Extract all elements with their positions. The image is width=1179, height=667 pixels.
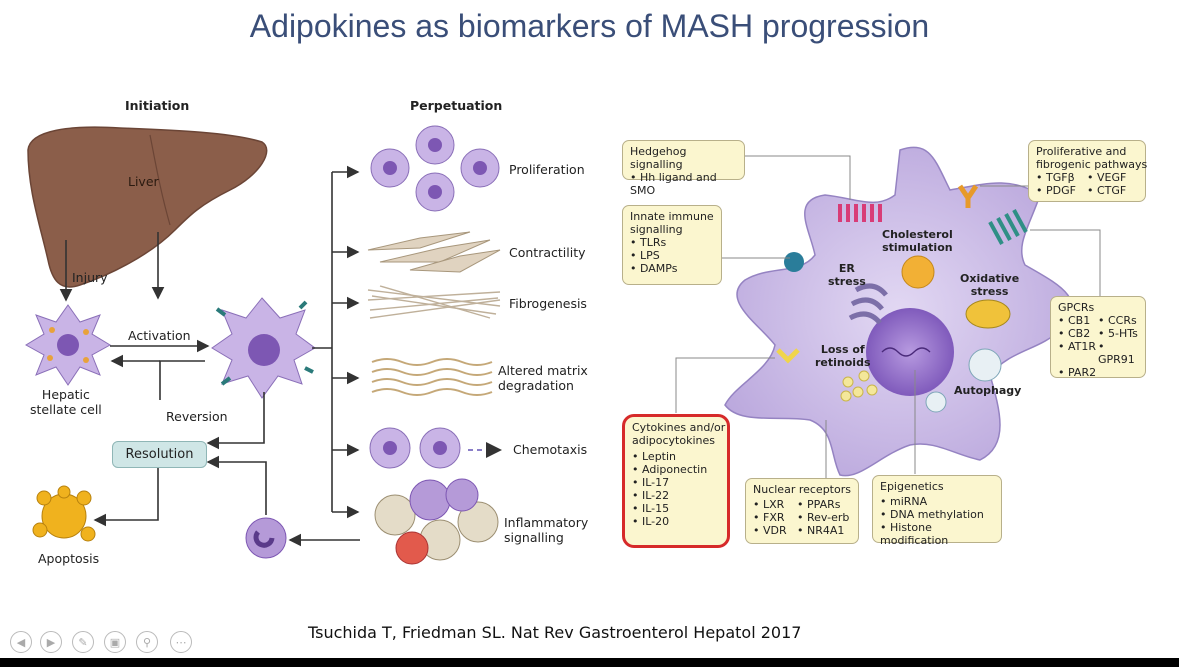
- initiation-heading: Initiation: [125, 98, 190, 113]
- cytokine-item: IL-15: [632, 502, 720, 515]
- cytokine-item: IL-20: [632, 515, 720, 528]
- prolif-item: • CTGF: [1087, 184, 1127, 197]
- oxidative-label: Oxidative stress: [960, 272, 1020, 298]
- zoom-icon[interactable]: ⚲: [136, 631, 158, 653]
- resolution-box: Resolution: [112, 441, 207, 468]
- nuclear-box: Nuclear receptors • LXR • PPARs • FXR • …: [745, 478, 859, 544]
- liver-label: Liver: [128, 174, 159, 189]
- cytokine-item: IL-17: [632, 476, 720, 489]
- gpcr-item: • 5-HTs: [1098, 327, 1138, 340]
- gpcr-item: • AT1R: [1058, 340, 1097, 353]
- er-stress-label: ER stress: [828, 262, 866, 288]
- contractile-cells: [367, 231, 501, 273]
- cytokine-item: Leptin: [632, 450, 720, 463]
- fibrogenesis-fibres: [367, 285, 501, 319]
- outcome-fibrogenesis: Fibrogenesis: [509, 296, 587, 311]
- nuclear-item: • Rev-erb: [797, 511, 850, 524]
- nuclear-item: • PPARs: [797, 498, 841, 511]
- nuclear-item: • LXR: [753, 498, 785, 511]
- matrix-fibres: [371, 358, 493, 396]
- injury-label: Injury: [72, 270, 108, 285]
- outcome-matrix-degradation: Altered matrix degradation: [498, 363, 588, 393]
- citation: Tsuchida T, Friedman SL. Nat Rev Gastroe…: [308, 623, 802, 642]
- slide-title: Adipokines as biomarkers of MASH progres…: [249, 8, 930, 44]
- innate-title: Innate immune signalling: [630, 210, 714, 236]
- nuclear-title: Nuclear receptors: [753, 483, 851, 496]
- outcome-proliferation: Proliferation: [509, 162, 585, 177]
- reversion-label: Reversion: [166, 409, 228, 424]
- epigenetics-item: DNA methylation: [880, 508, 994, 521]
- liver-shape: [27, 126, 268, 288]
- gpcr-item: • CCRs: [1098, 314, 1137, 327]
- nuclear-item: • NR4A1: [797, 524, 845, 537]
- cholesterol-label: Cholesterol stimulation: [882, 228, 953, 254]
- macrophage: [245, 517, 287, 559]
- hedgehog-box: Hedgehog signalling Hh ligand and SMO: [622, 140, 745, 197]
- cholesterol-droplets: [901, 255, 935, 289]
- epigenetics-item: miRNA: [880, 495, 994, 508]
- growth-factor-receptor: [957, 184, 979, 208]
- activation-label: Activation: [128, 328, 191, 343]
- er-membranes: [848, 283, 888, 325]
- outcome-chemotaxis: Chemotaxis: [513, 442, 588, 457]
- cytokines-box: Cytokines and/or adipocytokines Leptin A…: [622, 414, 730, 548]
- cytokines-title: Cytokines and/or adipocytokines: [632, 421, 726, 447]
- smo-receptor: [838, 204, 882, 222]
- mitochondrion: [965, 299, 1011, 329]
- prolif-item: • VEGF: [1087, 171, 1127, 184]
- gpcr-item: • PAR2: [1058, 366, 1097, 379]
- cytokine-receptor: [776, 348, 800, 364]
- inflammatory-cells: [374, 478, 499, 565]
- nucleus: [866, 308, 954, 396]
- perpetuation-heading: Perpetuation: [410, 98, 503, 113]
- autophagosome: [968, 348, 1002, 382]
- outcome-contractility: Contractility: [509, 245, 586, 260]
- gpcr-receptor: [988, 209, 1028, 245]
- proliferative-box: Proliferative and fibrogenic pathways • …: [1028, 140, 1148, 202]
- gpcr-item: • CB2: [1058, 327, 1091, 340]
- gpcrs-title: GPCRs: [1058, 301, 1095, 314]
- outcome-inflammatory: Inflammatory signalling: [504, 515, 589, 545]
- epigenetics-title: Epigenetics: [880, 480, 944, 493]
- apoptosis-label: Apoptosis: [38, 551, 100, 566]
- tlr-receptor: [784, 252, 804, 272]
- innate-item: DAMPs: [630, 262, 714, 275]
- forward-icon[interactable]: ▶: [40, 631, 62, 653]
- retinoids-label: Loss of retinoids: [815, 343, 871, 369]
- prolif-item: • PDGF: [1036, 184, 1076, 197]
- gpcrs-box: GPCRs • CB1 • CCRs • CB2 • 5-HTs • AT1R …: [1050, 296, 1146, 379]
- nuclear-item: • FXR: [753, 511, 785, 524]
- hedgehog-title: Hedgehog signalling: [630, 145, 687, 171]
- hsc-label: Hepatic stellate cell: [30, 387, 102, 417]
- back-icon[interactable]: ◀: [10, 631, 32, 653]
- prolif-item: • TGFβ: [1036, 171, 1075, 184]
- gpcr-item: • GPR91: [1098, 340, 1135, 366]
- epigenetics-box: Epigenetics miRNA DNA methylation Histon…: [872, 475, 1002, 547]
- cytokine-item: Adiponectin: [632, 463, 720, 476]
- nuclear-item: • VDR: [753, 524, 787, 537]
- hedgehog-item: Hh ligand and SMO: [630, 171, 737, 197]
- innate-item: LPS: [630, 249, 714, 262]
- pen-icon[interactable]: ✎: [72, 631, 94, 653]
- innate-item: TLRs: [630, 236, 714, 249]
- autophagy-label: Autophagy: [954, 384, 1022, 397]
- gpcr-item: • CB1: [1058, 314, 1091, 327]
- activated-hsc: [211, 297, 316, 399]
- slides-icon[interactable]: ▣: [104, 631, 126, 653]
- quiescent-hsc: [25, 304, 111, 386]
- cytokine-item: IL-22: [632, 489, 720, 502]
- apoptotic-cell: [32, 485, 96, 542]
- proliferative-title: Proliferative and fibrogenic pathways: [1036, 145, 1148, 171]
- epigenetics-item: Histone modification: [880, 521, 994, 547]
- innate-box: Innate immune signalling TLRs LPS DAMPs: [622, 205, 722, 285]
- more-icon[interactable]: ⋯: [170, 631, 192, 653]
